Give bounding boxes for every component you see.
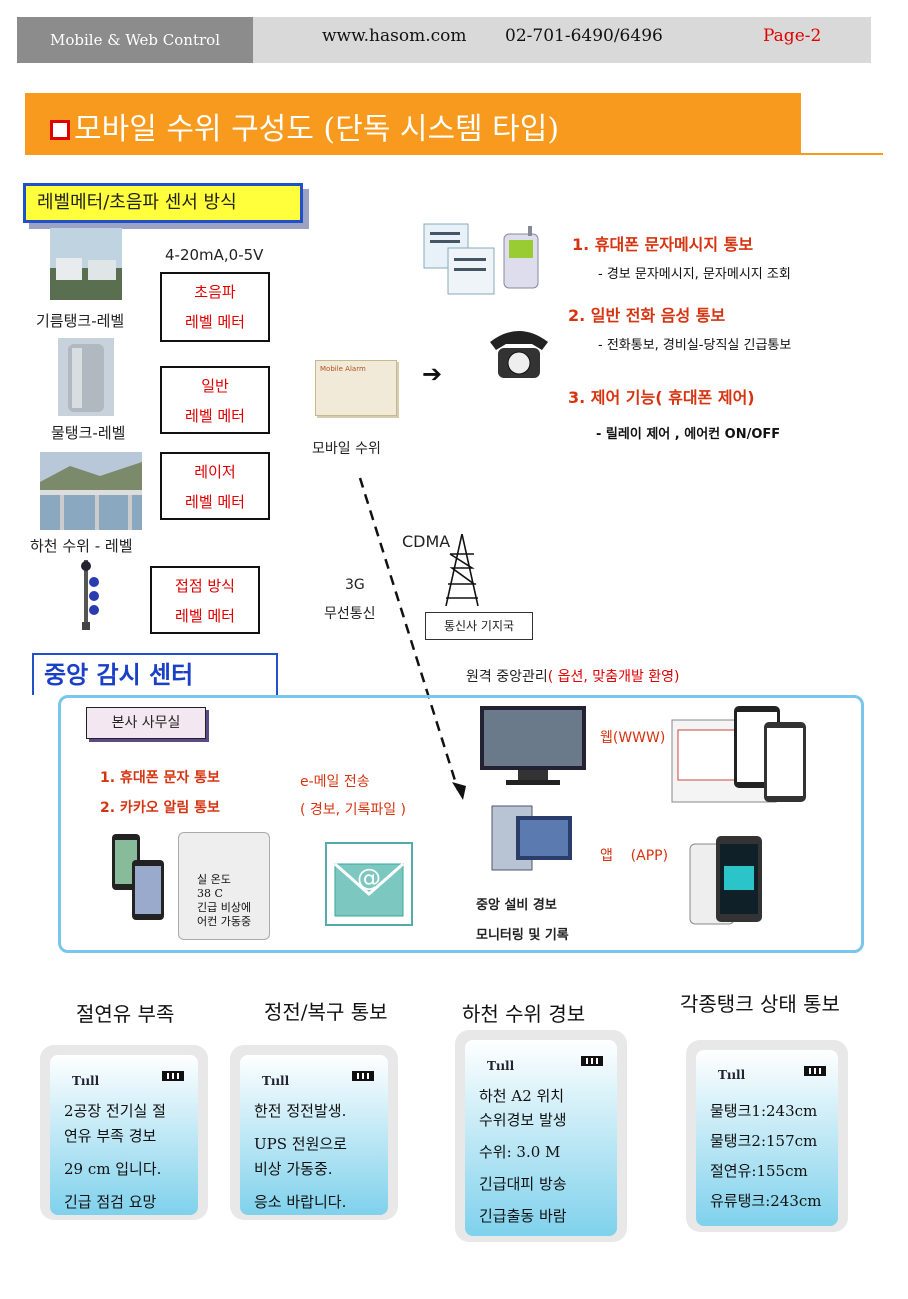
header-tagline: Mobile & Web Control	[17, 17, 253, 63]
mobile-phone-icon	[503, 226, 539, 289]
card-title-1: 절연유 부족	[76, 1002, 175, 1026]
card-title-4: 각종탱크 상태 통보	[680, 992, 840, 1016]
page-title-wrap: 모바일 수위 구성도 (단독 시스템 타입)	[50, 104, 559, 148]
telephone-icon	[490, 331, 548, 378]
pc-caption-1: 중앙 설비 경보	[476, 898, 557, 913]
water-tank-image	[58, 338, 114, 416]
card-title-2: 정전/복구 통보	[264, 1000, 388, 1024]
source-caption-3: 하천 수위 - 레벨	[30, 537, 133, 555]
battery-icon	[804, 1066, 826, 1076]
center-panel	[58, 695, 864, 953]
center-title: 중앙 감시 센터	[32, 653, 278, 695]
float-switch-image	[81, 560, 99, 630]
tower-icon	[445, 534, 479, 606]
notice-1: 1. 휴대폰 문자 통보	[100, 770, 220, 786]
battery-icon	[352, 1071, 374, 1081]
email-label-2: ( 경보, 기록파일 )	[300, 802, 407, 818]
web-label: 웹(WWW)	[600, 730, 666, 746]
battery-icon	[162, 1071, 184, 1081]
email-label-1: e-메일 전송	[300, 774, 370, 790]
app-screen-icon	[689, 836, 762, 925]
page-title: 모바일 수위 구성도 (단독 시스템 타입)	[74, 112, 560, 147]
svg-text:@: @	[357, 864, 381, 892]
network-type-1: 3G	[345, 577, 365, 593]
feature-title-3: 3. 제어 기능( 휴대폰 제어)	[568, 388, 755, 407]
cdma-label: CDMA	[402, 532, 451, 551]
tower-label: 통신사 기지국	[425, 612, 533, 640]
feature-title-2: 2. 일반 전화 음성 통보	[568, 306, 726, 325]
feature-sub-3: - 릴레이 제어 , 에어컨 ON/OFF	[596, 427, 781, 442]
header-phone: 02-701-6490/6496	[505, 26, 663, 46]
feature-sub-2: - 전화통보, 경비실-당직실 긴급통보	[598, 338, 792, 353]
card-title-3: 하천 수위 경보	[462, 1002, 586, 1026]
signal-icon: Tııll	[262, 1074, 290, 1088]
pc-caption-2: 모니터링 및 기록	[476, 928, 569, 943]
section-label: 레벨메터/초음파 센서 방식	[23, 183, 303, 223]
email-icon-frame: @	[325, 842, 413, 926]
page-number: Page-2	[763, 26, 822, 46]
smartphones-icon	[112, 834, 164, 920]
signal-icon: Tııll	[718, 1068, 746, 1082]
oil-tank-image	[50, 228, 122, 300]
remote-management: 원격 중앙관리( 옵션, 맞춤개발 환영)	[466, 669, 680, 685]
feature-sub-1: - 경보 문자메시지, 문자메시지 조회	[598, 267, 791, 282]
header-url[interactable]: www.hasom.com	[322, 26, 467, 46]
computer-icon	[491, 805, 572, 871]
right-arrow-icon: ➔	[422, 360, 443, 388]
title-underline	[801, 153, 883, 155]
signal-icon: Tııll	[72, 1074, 100, 1088]
battery-icon	[581, 1056, 603, 1066]
signal-icon: Tııll	[487, 1059, 515, 1073]
title-banner	[25, 93, 801, 155]
feature-title-1: 1. 휴대폰 문자메시지 통보	[572, 235, 754, 254]
source-caption-1: 기름탱크-레벨	[36, 312, 125, 330]
app-label: 앱 (APP)	[600, 848, 669, 864]
source-caption-2: 물탱크-레벨	[51, 424, 126, 442]
network-type-2: 무선통신	[324, 606, 376, 622]
checkbox-icon	[50, 120, 70, 140]
notice-2: 2. 카카오 알림 통보	[100, 800, 220, 816]
device-caption: 모바일 수위	[312, 441, 381, 457]
hq-label: 본사 사무실	[86, 707, 206, 739]
river-bridge-image	[40, 452, 142, 530]
monitor-icon	[480, 706, 586, 785]
signal-range: 4-20mA,0-5V	[165, 246, 264, 264]
envelope-icon: @	[334, 862, 404, 917]
web-dashboard-icon	[671, 706, 806, 803]
sms-messages-icon	[423, 223, 495, 295]
mobile-alarm-device: Mobile Alarm	[315, 360, 397, 416]
